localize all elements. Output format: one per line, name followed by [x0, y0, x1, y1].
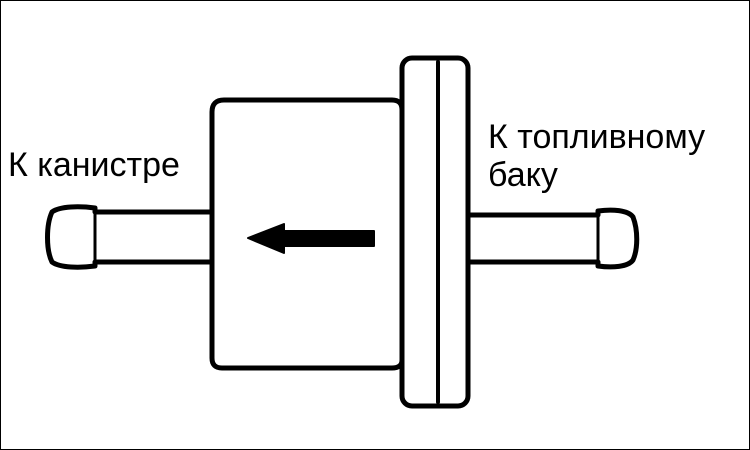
left-tube [45, 204, 215, 270]
right-tube [465, 207, 640, 270]
label-to-fuel-tank-line1: К топливному [488, 118, 706, 156]
filter-flange [399, 55, 471, 409]
label-to-fuel-tank-line2: баку [488, 156, 558, 194]
flow-arrow-icon [247, 223, 375, 254]
label-to-canister: К канистре [8, 146, 180, 184]
label-to-fuel-tank: К топливному баку [488, 118, 705, 194]
